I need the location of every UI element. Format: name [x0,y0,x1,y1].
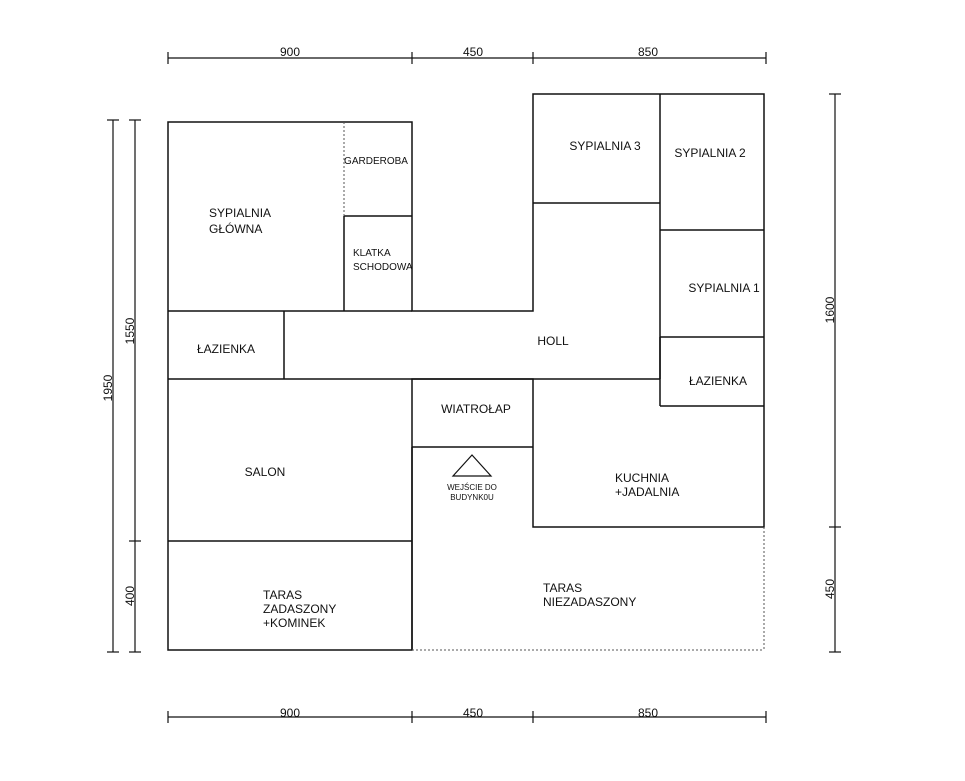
room-bathroom-left: ŁAZIENKA [197,342,255,356]
room-stairs-line2: SCHODOWA [353,262,413,273]
dim-left-inner-top: 1550 [123,317,137,344]
dimension-right: 1600 450 [823,93,841,653]
room-living-room: SALON [245,465,286,479]
room-bedroom-3: SYPIALNIA 3 [569,139,641,153]
room-vestibule: WIATROŁAP [441,402,511,416]
dim-top-1: 900 [280,45,300,59]
dim-left-outer: 1950 [101,374,115,401]
room-master-bedroom-line1: SYPIALNIA [209,206,271,220]
dim-bottom-3: 850 [638,706,658,720]
room-covered-terrace-line3: +KOMINEK [263,616,325,630]
room-covered-terrace-line1: TARAS [263,588,302,602]
dimension-left-outer: 1950 [101,119,119,653]
walls [167,93,765,651]
dim-top-2: 450 [463,45,483,59]
room-covered-terrace-line2: ZADASZONY [263,602,336,616]
room-open-terrace-line1: TARAS [543,581,582,595]
room-bedroom-1: SYPIALNIA 1 [688,281,760,295]
entrance-label-line2: BUDYNK0U [450,493,494,502]
dim-right-top: 1600 [823,296,837,323]
room-master-bedroom-line2: GŁÓWNA [209,221,262,236]
dimension-left-inner: 1550 400 [123,119,141,653]
dim-bottom-1: 900 [280,706,300,720]
dashed-lines [343,122,765,651]
entrance-label-line1: WEJŚCIE DO [447,483,497,492]
room-open-terrace-line2: NIEZADASZONY [543,595,636,609]
dim-left-inner-bottom: 400 [123,586,137,606]
dimension-top: 900 450 850 [167,45,767,64]
dim-top-3: 850 [638,45,658,59]
dim-bottom-2: 450 [463,706,483,720]
room-bathroom-right: ŁAZIENKA [689,374,747,388]
room-hall: HOLL [537,334,569,348]
room-kitchen-line2: +JADALNIA [615,485,679,499]
room-bedroom-2: SYPIALNIA 2 [674,146,746,160]
room-garderoba: GARDEROBA [344,156,408,167]
room-kitchen-line1: KUCHNIA [615,471,669,485]
entrance-triangle-icon [451,454,493,477]
dim-right-bottom: 450 [823,579,837,599]
room-stairs-line1: KLATKA [353,248,391,259]
dimension-bottom: 900 450 850 [167,706,767,723]
